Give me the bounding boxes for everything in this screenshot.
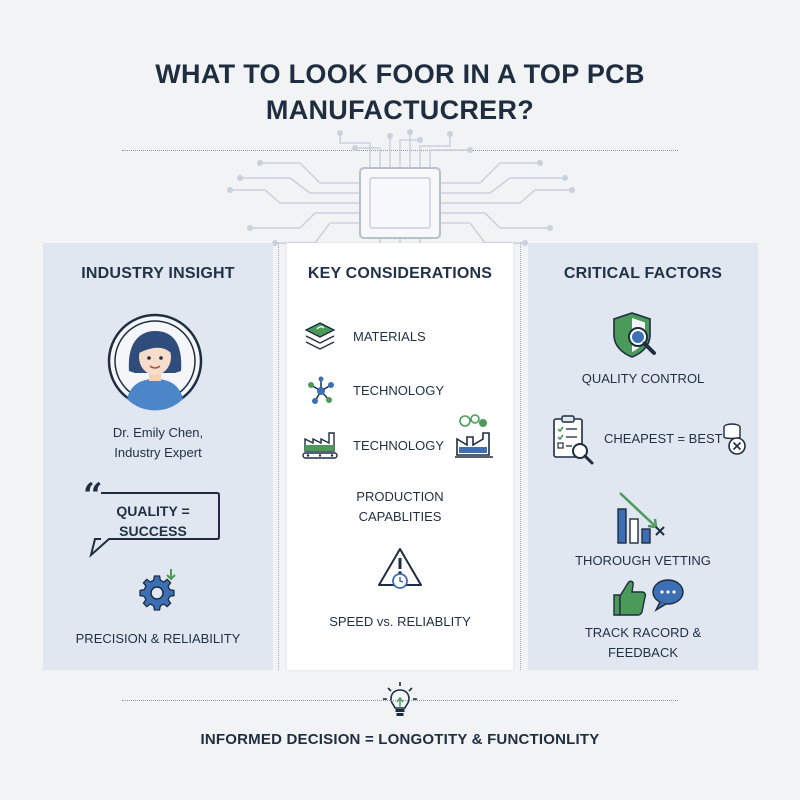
industry-insight-panel: INDUSTRY INSIGHT Dr. Emily Chen, Industr…: [43, 243, 273, 670]
bottom-divider: [122, 700, 678, 701]
expert-caption: Dr. Emily Chen, Industry Expert: [43, 423, 273, 463]
production-line-1: PRODUCTION: [356, 489, 444, 504]
title-line-2: MANUFACTUCRER?: [265, 95, 535, 125]
speed-reliability-label: SPEED vs. RELIABLITY: [329, 614, 471, 629]
thorough-vetting-label: THOROUGH VETTING: [575, 553, 711, 568]
column-divider-left: [278, 243, 279, 670]
chip-circuit-icon: [227, 129, 575, 250]
industry-insight-title: INDUSTRY INSIGHT: [81, 265, 235, 282]
production-capabilities-label: PRODUCTION CAPABLITIES: [287, 487, 513, 527]
key-considerations-title: KEY CONSIDERATIONS: [307, 265, 493, 282]
molecule-icon: [308, 376, 334, 404]
quote-line-1: QUALITY =: [116, 503, 190, 519]
shield-search-icon: [613, 312, 656, 358]
key-considerations-panel: KEY CONSIDERATIONS MATERIALS TECHNOLOGY …: [287, 243, 513, 670]
layers-icon: [304, 322, 336, 350]
page-title: WHAT TO LOOK FOOR IN A TOP PCB MANUFACTU…: [0, 56, 800, 128]
cheapest-best-label: CHEAPEST = BEST: [604, 431, 723, 446]
title-line-1: WHAT TO LOOK FOOR IN A TOP PCB: [155, 59, 645, 89]
warning-clock-icon: [378, 548, 422, 589]
critical-factors-title: CRITICAL FACTORS: [563, 265, 723, 282]
clipboard-search-icon: [553, 415, 594, 465]
materials-label: MATERIALS: [353, 329, 426, 344]
factory-conveyor-icon: [302, 432, 338, 459]
critical-factors-panel: CRITICAL FACTORS QUALITY CONTROL CHEAPES…: [528, 243, 758, 670]
quote-text: QUALITY = SUCCESS: [93, 501, 213, 541]
quality-control-label: QUALITY CONTROL: [581, 371, 705, 386]
expert-role: Industry Expert: [114, 445, 202, 460]
precision-reliability-label: PRECISION & RELIABILITY: [75, 631, 241, 646]
gear-icon: [139, 569, 176, 611]
expert-avatar: [107, 313, 203, 411]
declining-chart-icon: [617, 492, 665, 544]
column-divider-right: [520, 243, 521, 670]
quote-bubble-icon: “: [83, 479, 220, 558]
lightbulb-icon: [383, 682, 417, 716]
expert-name: Dr. Emily Chen,: [112, 425, 204, 440]
coins-x-icon: [723, 423, 746, 455]
track-record-line-2: FEEDBACK: [607, 645, 679, 660]
technology-label-2: TECHNOLOGY: [353, 438, 445, 453]
factory-smoke-icon: [455, 414, 493, 458]
production-line-2: CAPABLITIES: [358, 509, 442, 524]
track-record-label: TRACK RACORD & FEEDBACK: [528, 623, 758, 663]
technology-label-1: TECHNOLOGY: [353, 383, 445, 398]
track-record-line-1: TRACK RACORD &: [584, 625, 702, 640]
thumbs-up-chat-icon: [613, 579, 684, 616]
svg-text:“: “: [83, 479, 103, 516]
quote-line-2: SUCCESS: [119, 523, 187, 539]
informed-decision-conclusion: INFORMED DECISION = LONGOTITY & FUNCTION…: [200, 731, 600, 748]
